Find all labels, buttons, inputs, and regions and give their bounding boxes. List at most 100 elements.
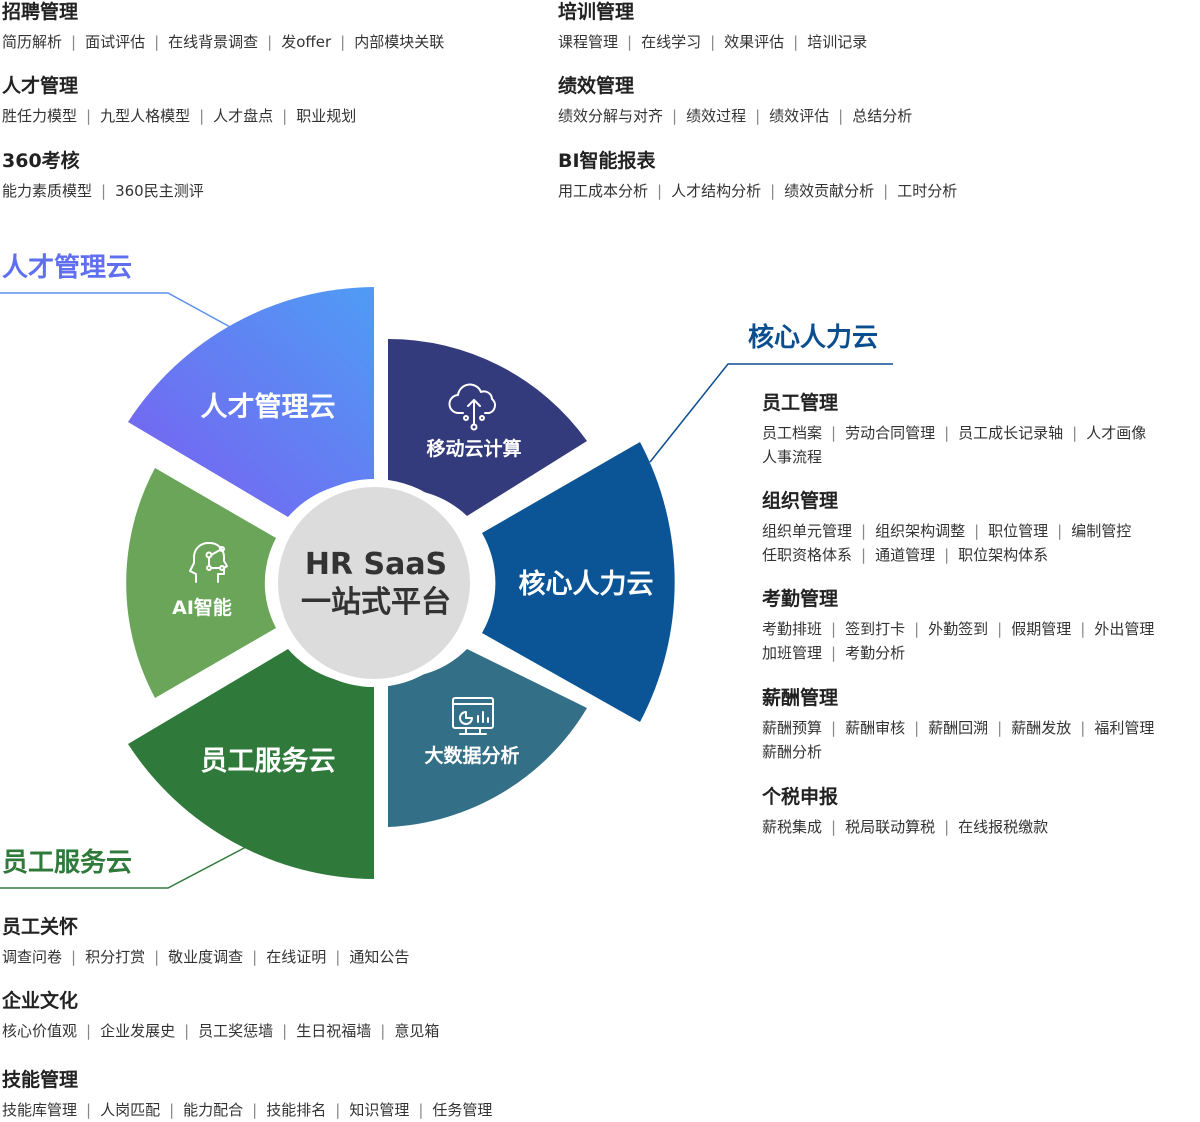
list-item: 绩效评估 <box>769 107 830 125</box>
talent-segment-label: 人才管理云 <box>201 392 336 423</box>
item-list: 薪酬分析 <box>762 740 1154 764</box>
separator: | <box>914 620 920 638</box>
center-title-line1: HR SaaS <box>305 547 447 582</box>
block-title: 薪酬管理 <box>762 687 839 709</box>
mobile-segment-label: 移动云计算 <box>426 437 521 460</box>
list-item: 任职资格体系 <box>762 546 853 564</box>
bigdata-segment <box>388 649 587 827</box>
list-item: 组织架构调整 <box>875 522 966 540</box>
list-item: 培训记录 <box>807 33 868 51</box>
separator: | <box>86 1022 92 1040</box>
core-cloud-label: 核心人力云 <box>748 323 879 353</box>
separator: | <box>997 719 1003 737</box>
list-item: 意见箱 <box>394 1022 440 1040</box>
item-list: 薪酬预算|薪酬审核|薪酬回溯|薪酬发放|福利管理 <box>762 716 1154 740</box>
list-item: 人才盘点 <box>213 107 274 125</box>
list-item: 敬业度调查 <box>168 948 244 966</box>
list-item: 福利管理 <box>1094 719 1155 737</box>
list-item: 员工成长记录轴 <box>958 424 1064 442</box>
employee-segment-label: 员工服务云 <box>201 746 336 777</box>
item-list: 绩效分解与对齐|绩效过程|绩效评估|总结分析 <box>558 104 912 128</box>
separator: | <box>418 1101 424 1119</box>
item-list: 胜任力模型|九型人格模型|人才盘点|职业规划 <box>2 104 356 128</box>
separator: | <box>252 948 258 966</box>
separator: | <box>267 33 273 51</box>
list-item: 外勤签到 <box>928 620 989 638</box>
separator: | <box>627 33 633 51</box>
separator: | <box>793 33 799 51</box>
item-list: 员工档案|劳动合同管理|员工成长记录轴|人才画像 <box>762 421 1146 445</box>
list-item: 人事流程 <box>762 448 823 466</box>
separator: | <box>1080 719 1086 737</box>
separator: | <box>1072 424 1078 442</box>
separator: | <box>340 33 346 51</box>
separator: | <box>838 107 844 125</box>
item-list: 调查问卷|积分打赏|敬业度调查|在线证明|通知公告 <box>2 945 409 969</box>
separator: | <box>831 719 837 737</box>
block-title: 企业文化 <box>2 990 79 1012</box>
separator: | <box>657 182 663 200</box>
tax-report-block: 个税申报 薪税集成|税局联动算税|在线报税缴款 <box>762 785 1048 839</box>
list-item: 考勤排班 <box>762 620 823 638</box>
employee-cloud-label: 员工服务云 <box>2 848 133 878</box>
list-item: 技能排名 <box>266 1101 327 1119</box>
employee-mgmt-block: 员工管理 员工档案|劳动合同管理|员工成长记录轴|人才画像 人事流程 <box>762 391 1146 469</box>
block-title: 员工管理 <box>762 392 839 414</box>
list-item: 绩效过程 <box>686 107 747 125</box>
list-item: 加班管理 <box>762 644 823 662</box>
separator: | <box>974 522 980 540</box>
separator: | <box>184 1022 190 1040</box>
list-item: 在线学习 <box>641 33 702 51</box>
list-item: 能力配合 <box>183 1101 244 1119</box>
block-title: 培训管理 <box>558 1 635 23</box>
list-item: 编制管控 <box>1071 522 1132 540</box>
separator: | <box>831 818 837 836</box>
list-item: 薪酬回溯 <box>928 719 989 737</box>
salary-mgmt-block: 薪酬管理 薪酬预算|薪酬审核|薪酬回溯|薪酬发放|福利管理 薪酬分析 <box>762 686 1154 764</box>
list-item: 企业发展史 <box>100 1022 176 1040</box>
list-item: 在线背景调查 <box>168 33 259 51</box>
separator: | <box>770 182 776 200</box>
block-title: BI智能报表 <box>558 150 656 172</box>
separator: | <box>252 1101 258 1119</box>
item-list: 简历解析|面试评估|在线背景调查|发offer|内部模块关联 <box>2 30 444 54</box>
performance-block: 绩效管理 绩效分解与对齐|绩效过程|绩效评估|总结分析 <box>558 74 912 128</box>
list-item: 简历解析 <box>2 33 63 51</box>
core-cloud-segment <box>482 442 675 722</box>
list-item: 总结分析 <box>852 107 913 125</box>
list-item: 核心价值观 <box>2 1022 78 1040</box>
training-block: 培训管理 课程管理|在线学习|效果评估|培训记录 <box>558 0 867 54</box>
center-title-line2: 一站式平台 <box>301 585 451 620</box>
ai-head-icon <box>189 542 228 583</box>
list-item: 360民主测评 <box>115 182 204 200</box>
separator: | <box>199 107 205 125</box>
list-item: 薪酬审核 <box>845 719 906 737</box>
list-item: 薪税集成 <box>762 818 823 836</box>
item-list: 课程管理|在线学习|效果评估|培训记录 <box>558 30 867 54</box>
list-item: 用工成本分析 <box>558 182 649 200</box>
list-item: 人才结构分析 <box>671 182 762 200</box>
separator: | <box>914 719 920 737</box>
separator: | <box>1057 522 1063 540</box>
core-connector-line <box>649 363 893 463</box>
list-item: 职位架构体系 <box>958 546 1049 564</box>
separator: | <box>154 33 160 51</box>
separator: | <box>101 182 107 200</box>
separator: | <box>883 182 889 200</box>
separator: | <box>1080 620 1086 638</box>
separator: | <box>997 620 1003 638</box>
attendance-mgmt-block: 考勤管理 考勤排班|签到打卡|外勤签到|假期管理|外出管理 加班管理|考勤分析 <box>762 587 1154 665</box>
separator: | <box>861 546 867 564</box>
separator: | <box>282 107 288 125</box>
list-item: 劳动合同管理 <box>845 424 936 442</box>
separator: | <box>944 424 950 442</box>
employee-cloud-segment <box>128 649 374 879</box>
list-item: 生日祝福墙 <box>296 1022 372 1040</box>
item-list: 技能库管理|人岗匹配|能力配合|技能排名|知识管理|任务管理 <box>2 1098 492 1122</box>
list-item: 能力素质模型 <box>2 182 93 200</box>
list-item: 九型人格模型 <box>100 107 191 125</box>
list-item: 薪酬分析 <box>762 743 823 761</box>
list-item: 职业规划 <box>296 107 357 125</box>
list-item: 技能库管理 <box>2 1101 78 1119</box>
